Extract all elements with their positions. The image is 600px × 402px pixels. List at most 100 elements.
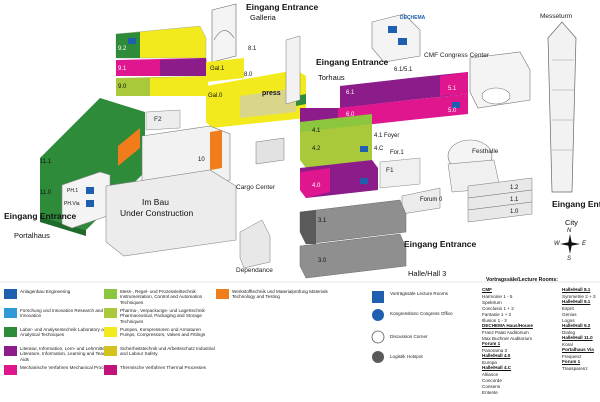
lecture-group-heading: Halle/Hall 4.0	[482, 353, 511, 358]
construction-label-en: Under Construction	[120, 208, 194, 218]
hall-10-orange-tower	[210, 130, 222, 170]
compass-n: N	[567, 228, 572, 234]
gear-icon	[4, 365, 17, 375]
symbol-discussion-corner: Discussion Corner	[390, 334, 428, 339]
crane-icon	[4, 289, 17, 299]
lecture-group-heading: Halle/Hall 9.1	[562, 299, 591, 304]
legend-item-label: Anlagenbau Engineering	[20, 289, 71, 294]
construction-label-de: Im Bau	[142, 197, 169, 207]
legend-item-label: Pumpen, Kompressoren und Armaturen Pumps…	[120, 327, 206, 338]
hall-label-5-1: 5.1	[448, 86, 457, 92]
lecture-room-name: Frequenz	[562, 354, 582, 359]
lecture-room-name: Europa	[482, 360, 497, 365]
cmf-rotunda	[481, 87, 511, 105]
box-icon	[104, 308, 117, 318]
lecture-group-heading: Halle/Hall 9.2	[562, 323, 591, 328]
dechema-blue-1	[388, 26, 397, 33]
lecture-room-name: Panorama 3	[482, 348, 508, 353]
hall-label-ph1: PH.1	[67, 188, 79, 194]
lecture-group-heading: CMF	[482, 287, 492, 292]
hall-label-8-1: 8.1	[248, 46, 257, 52]
lecture-room-name: Spektrum	[482, 300, 502, 305]
lecture-room-name: Max Buchner Auditorium	[482, 336, 533, 341]
lecture-rooms-title: Vortragssäle/Lecture Rooms:	[486, 277, 558, 283]
hall-label-4-2: 4.2	[312, 146, 321, 152]
flask-icon	[4, 327, 17, 337]
cargo-center-label: Cargo Center	[236, 184, 276, 191]
dechema-label: DECHEMA	[400, 15, 426, 21]
legend-item-label: Pharma-, Verpackungs- und Lagertechnik P…	[120, 308, 205, 324]
torhaus-building	[285, 35, 301, 105]
hall-4c-blue-marker	[360, 146, 368, 152]
hall-label-for1: For.1	[390, 150, 404, 156]
hall-3-0	[299, 233, 407, 279]
hall-label-6-0: 6.0	[346, 112, 355, 118]
hall-9-2-green	[116, 32, 140, 58]
lecture-room-name: Harmonie 1 - 5	[482, 294, 513, 299]
hall-label-10: 10	[198, 157, 205, 163]
entrance-portalhaus-sub: Portalhaus	[14, 231, 50, 240]
hall-label-forum0: Forum 0	[420, 197, 443, 203]
hall-label-foyer: 4.1 Foyer	[374, 133, 400, 139]
legend-item-label: Mechanische Verfahren Mechanical Process…	[20, 365, 116, 370]
lecture-room-name: Dialog	[562, 330, 576, 335]
hall-4-magenta	[300, 168, 330, 198]
lecture-room-name: Alliance	[482, 372, 499, 377]
hall-label-4-0: 4.0	[312, 183, 321, 189]
lecture-room-name: Esprit	[562, 306, 574, 311]
legend-item-label: Werkstofftechnik und Materialprüfung Mat…	[232, 289, 328, 300]
phvia-marker	[86, 200, 94, 207]
hall-8-grey-top	[240, 88, 296, 118]
legend-item-label: Labor- und Analysentechnik Laboratory an…	[20, 327, 109, 338]
pump-icon	[104, 327, 117, 337]
symbol-congress-office: Kongressbüro Congress Office	[390, 311, 453, 316]
hall-label-11-0: 11.0	[40, 190, 52, 196]
entrance-halle3-title: Eingang Entrance	[404, 239, 477, 249]
lecture-room-name: Concorde	[482, 378, 502, 383]
helmet-icon	[104, 346, 117, 356]
press-label: press	[262, 90, 281, 97]
legend-item-label: Thermische Verfahren Thermal Processes	[120, 365, 206, 370]
galleria-arch	[213, 30, 235, 41]
hall-11-side	[40, 216, 86, 236]
dependance-building	[239, 219, 271, 269]
hall-9-0-yellow	[150, 76, 208, 96]
hall-label-8-0: 8.0	[244, 72, 253, 78]
festhalle-label: Festhalle	[472, 148, 499, 155]
lecture-group-heading: Portalhaus Via	[562, 347, 594, 352]
hall-6-1	[340, 78, 410, 108]
gal-1-block	[206, 58, 244, 82]
hall-5-blue-marker	[452, 102, 460, 108]
hall-label-5-0: 5.0	[448, 108, 457, 114]
lecture-room-name: Entente	[482, 390, 498, 395]
lecture-group-heading: Forum 1	[482, 341, 501, 346]
entrance-halle3-sub: Halle/Hall 3	[408, 269, 447, 278]
lecture-group-heading: Halle/Hall 11.0	[562, 335, 593, 340]
f2-building	[145, 109, 181, 131]
legend-item-label: Literatur, Information, Lern- und Lehrmi…	[20, 346, 114, 362]
flame-icon	[104, 365, 117, 375]
lecture-room-symbol-icon	[372, 291, 384, 303]
entrance-galleria-title: Eingang Entrance	[246, 2, 319, 12]
lecture-room-name: Illusion 1 - 3	[482, 318, 507, 323]
hall-label-6-1-5-1: 6.1/5.1	[394, 67, 413, 73]
hall-4-1	[300, 114, 372, 132]
hall-label-9-2: 9.2	[118, 46, 127, 52]
lecture-room-name: Genius	[562, 312, 577, 317]
hall-3-dark-corner	[300, 210, 316, 244]
f1-building	[379, 157, 421, 189]
hall-label-3-1: 3.1	[318, 218, 327, 224]
hall-9-blue-marker	[128, 38, 136, 44]
hall-label-f2: F2	[154, 116, 162, 123]
legend-item-label: Forschung und Innovation Research and In…	[20, 308, 103, 319]
hall-5-1-magenta	[440, 72, 468, 96]
dependance-label: Dependance	[236, 267, 273, 274]
hall-5-0	[410, 94, 468, 120]
dechema-building	[371, 13, 421, 63]
lecture-room-name: Conclusio 1 + 2	[482, 306, 514, 311]
hall-label-11-1: 11.1	[40, 159, 52, 165]
entrance-torhaus-sub: Torhaus	[318, 73, 345, 82]
logistics-hotspot-symbol-icon	[372, 351, 384, 363]
hall-label-4-1: 4.1	[312, 128, 321, 134]
